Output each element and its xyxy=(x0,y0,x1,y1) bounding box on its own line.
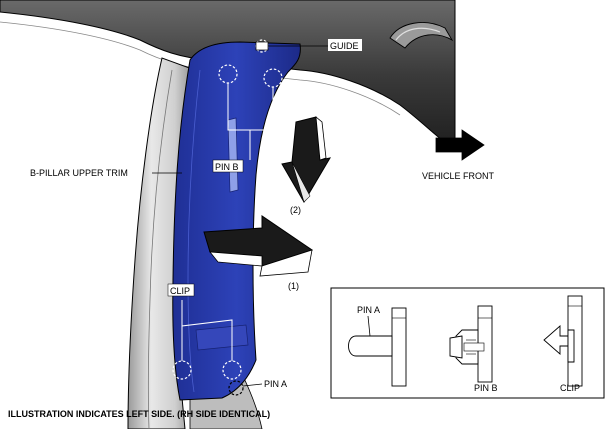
fastener-detail-inset: PIN A PIN B CLIP xyxy=(330,287,605,399)
b-pillar-upper-trim-label: B-PILLAR UPPER TRIM xyxy=(30,168,128,178)
grab-handle xyxy=(389,22,454,49)
step-1-label: (1) xyxy=(288,281,299,291)
pin-a-location xyxy=(228,380,244,396)
guide-label-bg xyxy=(328,39,362,51)
inset-clip-label: CLIP xyxy=(560,383,580,393)
trim-lower-rib xyxy=(195,324,249,351)
clip-bracket xyxy=(181,300,233,361)
clip-location-1 xyxy=(172,360,192,380)
clip-detail xyxy=(543,295,583,387)
clip-label-bg xyxy=(167,283,195,297)
inset-pin-a-label: PIN A xyxy=(357,305,380,315)
arrow-step-1 xyxy=(203,215,314,277)
step-2-label: (2) xyxy=(290,205,301,215)
b-pillar-upper-trim xyxy=(172,41,301,401)
pin-b-label-bg xyxy=(212,159,244,173)
inset-pin-b-label: PIN B xyxy=(474,383,498,393)
vehicle-front-label: VEHICLE FRONT xyxy=(422,171,495,181)
pin-a-detail xyxy=(348,307,407,387)
clip-location-2 xyxy=(222,360,242,380)
trim-inner-edge xyxy=(187,69,201,393)
pin-b-bracket xyxy=(227,83,274,160)
trim-slot xyxy=(227,117,239,193)
pin-a-leader xyxy=(242,383,263,387)
pin-a-label: PIN A xyxy=(264,379,287,389)
guide-label: GUIDE xyxy=(330,41,359,51)
b-pillar-seam xyxy=(147,69,173,429)
clip-label: CLIP xyxy=(170,286,190,296)
pin-b-detail xyxy=(449,305,493,383)
vehicle-front-arrow xyxy=(435,129,485,161)
grab-handle-highlight xyxy=(395,27,441,41)
pin-b-label: PIN B xyxy=(215,162,239,172)
arrow-step-2 xyxy=(281,116,332,203)
footnote-text: ILLUSTRATION INDICATES LEFT SIDE. (RH SI… xyxy=(8,409,270,419)
guide-tab xyxy=(255,41,269,51)
